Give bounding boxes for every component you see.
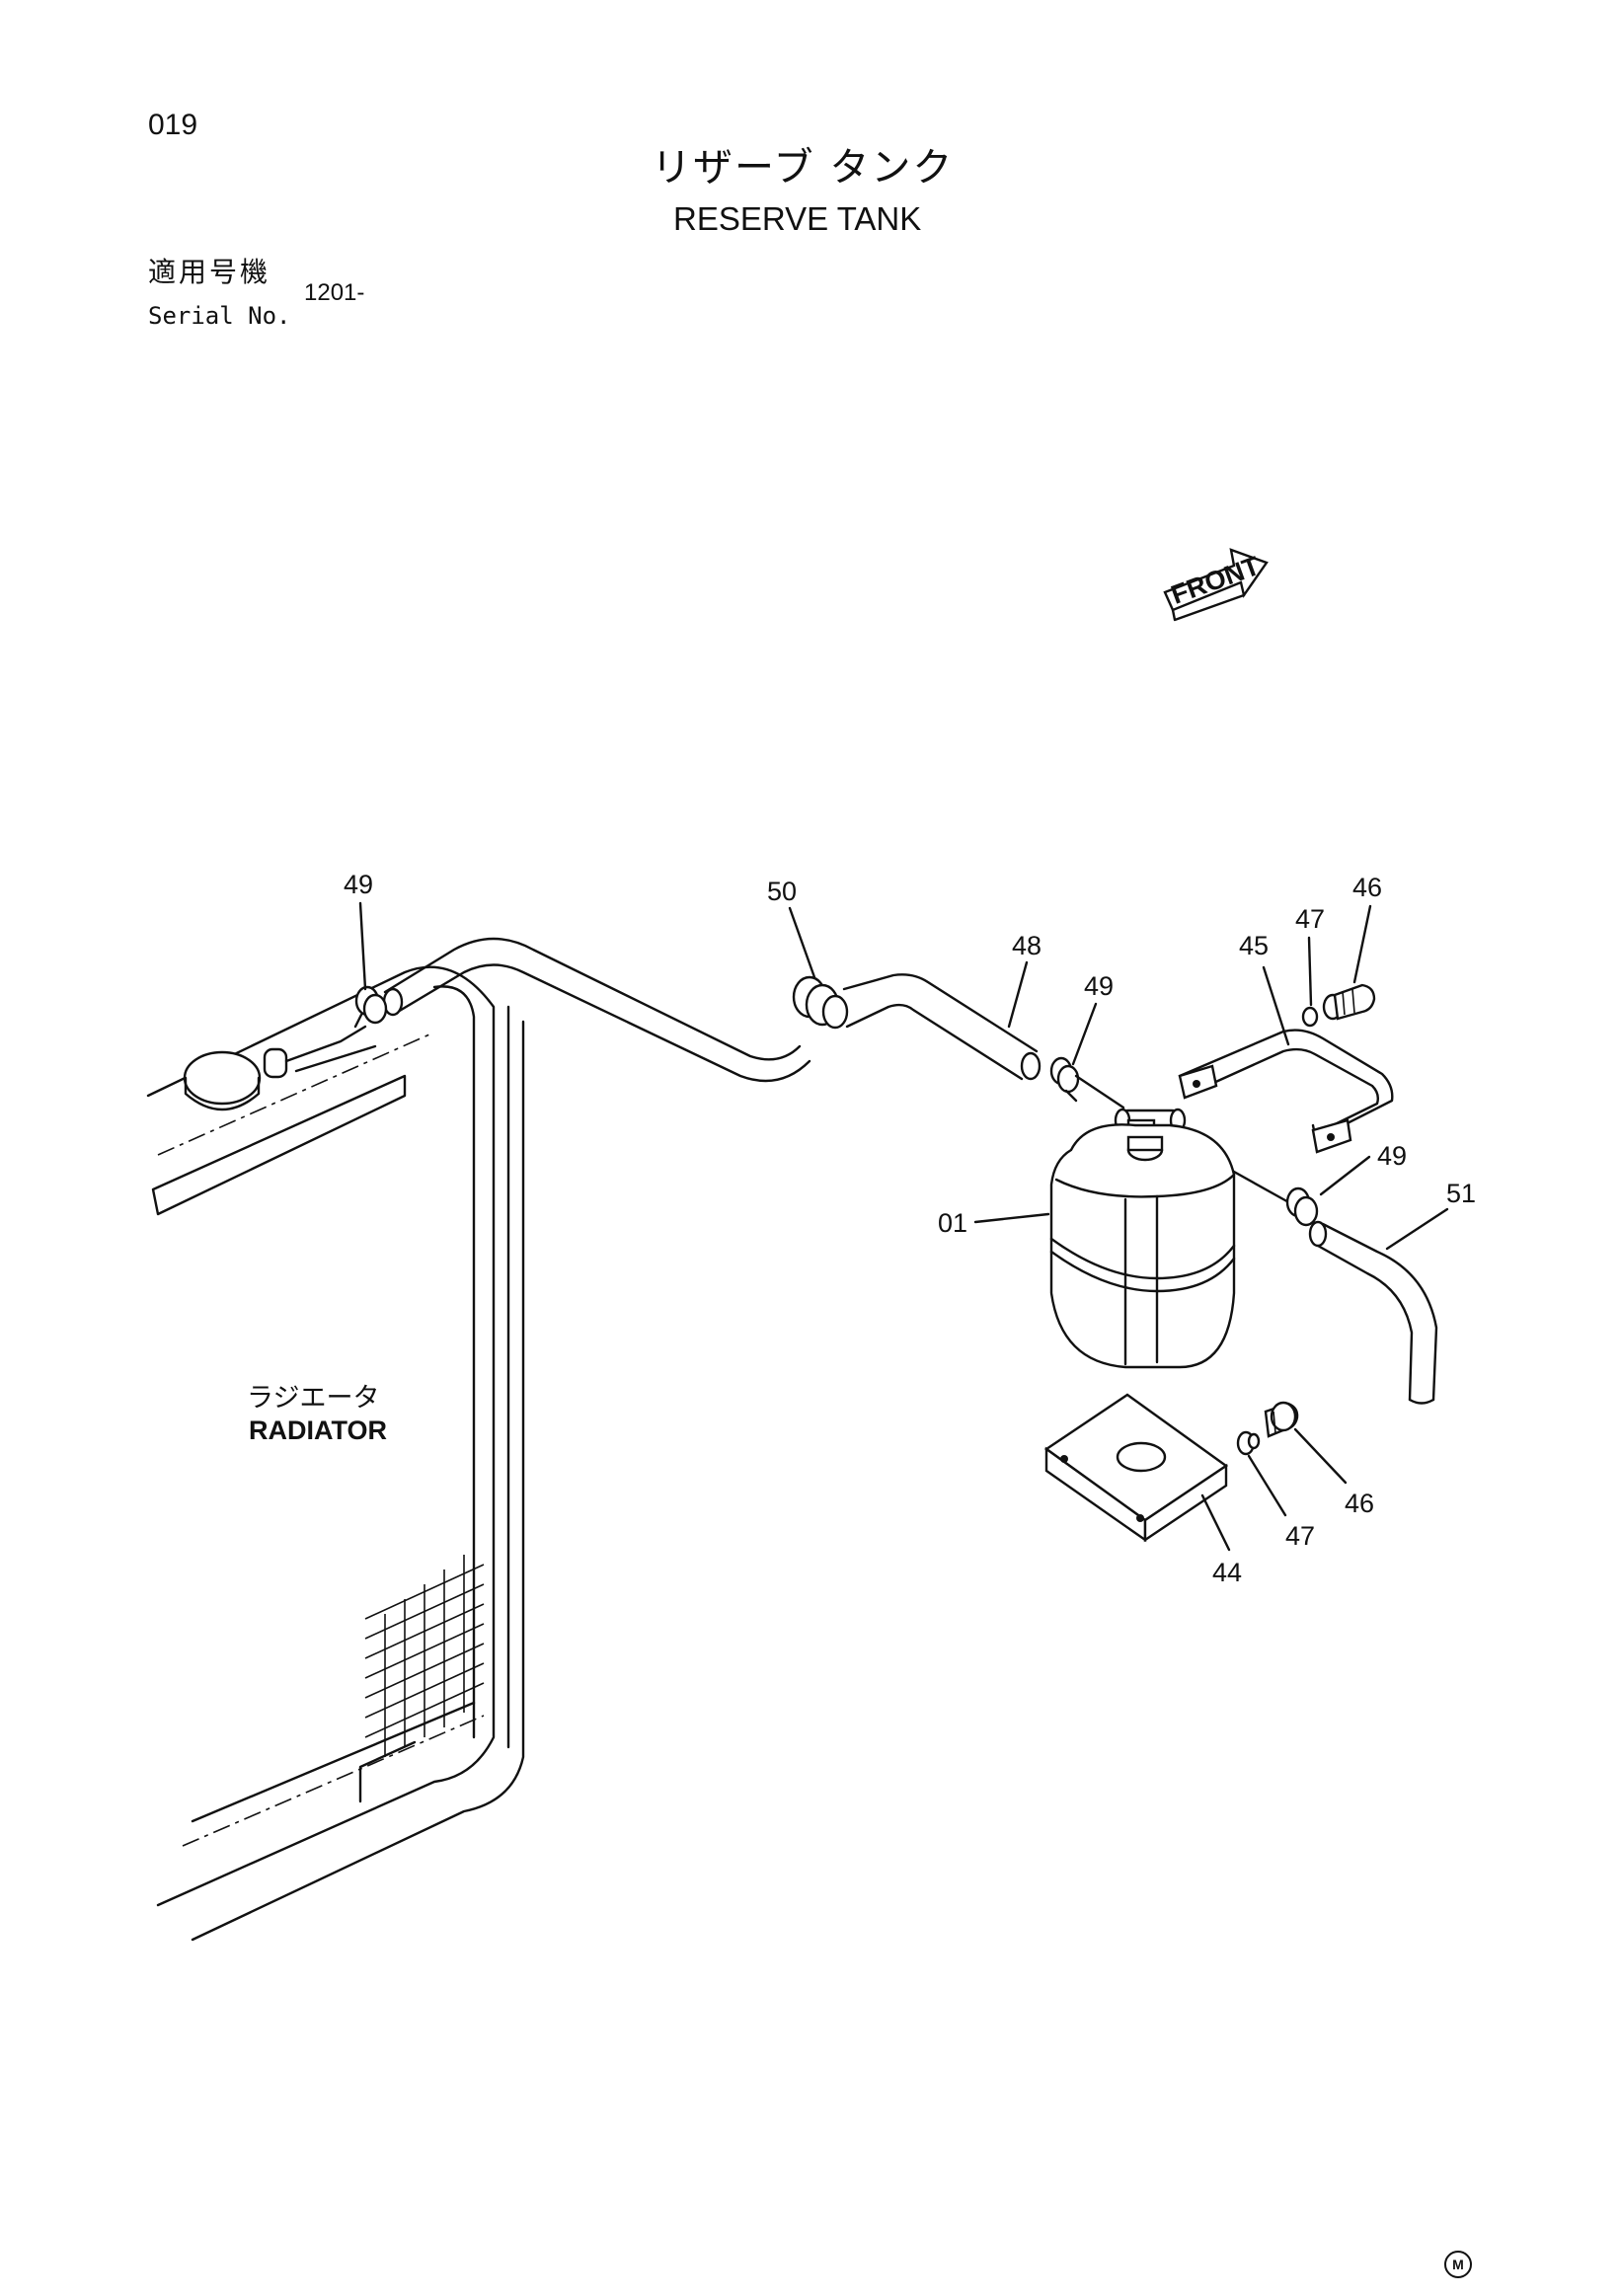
overflow-pipe [382,937,811,1083]
clamp-tank [1285,1186,1319,1227]
overflow-hose-51 [1308,1220,1438,1405]
lower-hardware [1236,1401,1299,1456]
front-arrow-icon: FRONT [1163,548,1269,622]
callout-tank: 01 [938,1208,967,1238]
callout-bolt-lower: 46 [1345,1489,1374,1518]
page-title-japanese: リザーブ タンク [652,145,955,191]
callout-grommet: 50 [767,877,797,906]
radiator-label-english: RADIATOR [249,1416,387,1445]
callout-washer-lower: 47 [1285,1521,1315,1551]
serial-label-english: Serial No. [148,302,291,330]
upper-hardware [1301,983,1376,1028]
front-arrow-text: FRONT [1167,551,1264,610]
page-number: 019 [148,109,198,141]
callout-bracket-base: 44 [1212,1558,1242,1587]
leader-lines [358,901,1449,1552]
tank-band [1178,1029,1394,1154]
radiator: ラジエータ RADIATOR [146,965,525,1942]
clamp-mid [1049,1056,1080,1103]
serial-number-value: 1201- [304,279,365,306]
grommet [792,975,849,1030]
page-title-english: RESERVE TANK [673,200,922,237]
callout-overflow-hose: 51 [1446,1179,1476,1208]
footer-marker: M [1444,2251,1472,2278]
callout-clamp-radiator: 49 [344,870,373,899]
reserve-tank [1049,1123,1236,1369]
hose-48 [842,973,1041,1081]
clamp-radiator [353,985,388,1029]
radiator-cap [183,1025,377,1111]
callout-washer-upper: 47 [1295,904,1325,934]
callout-clamp-mid: 49 [1084,971,1114,1001]
callout-clamp-tank: 49 [1377,1141,1407,1171]
serial-label-japanese: 適用号機 [148,256,271,288]
radiator-label-japanese: ラジエータ [247,1383,379,1413]
callout-band: 45 [1239,931,1269,960]
bracket-base [1043,1393,1229,1543]
callout-hose-48: 48 [1012,931,1041,960]
callout-bolt-upper: 46 [1352,873,1382,902]
